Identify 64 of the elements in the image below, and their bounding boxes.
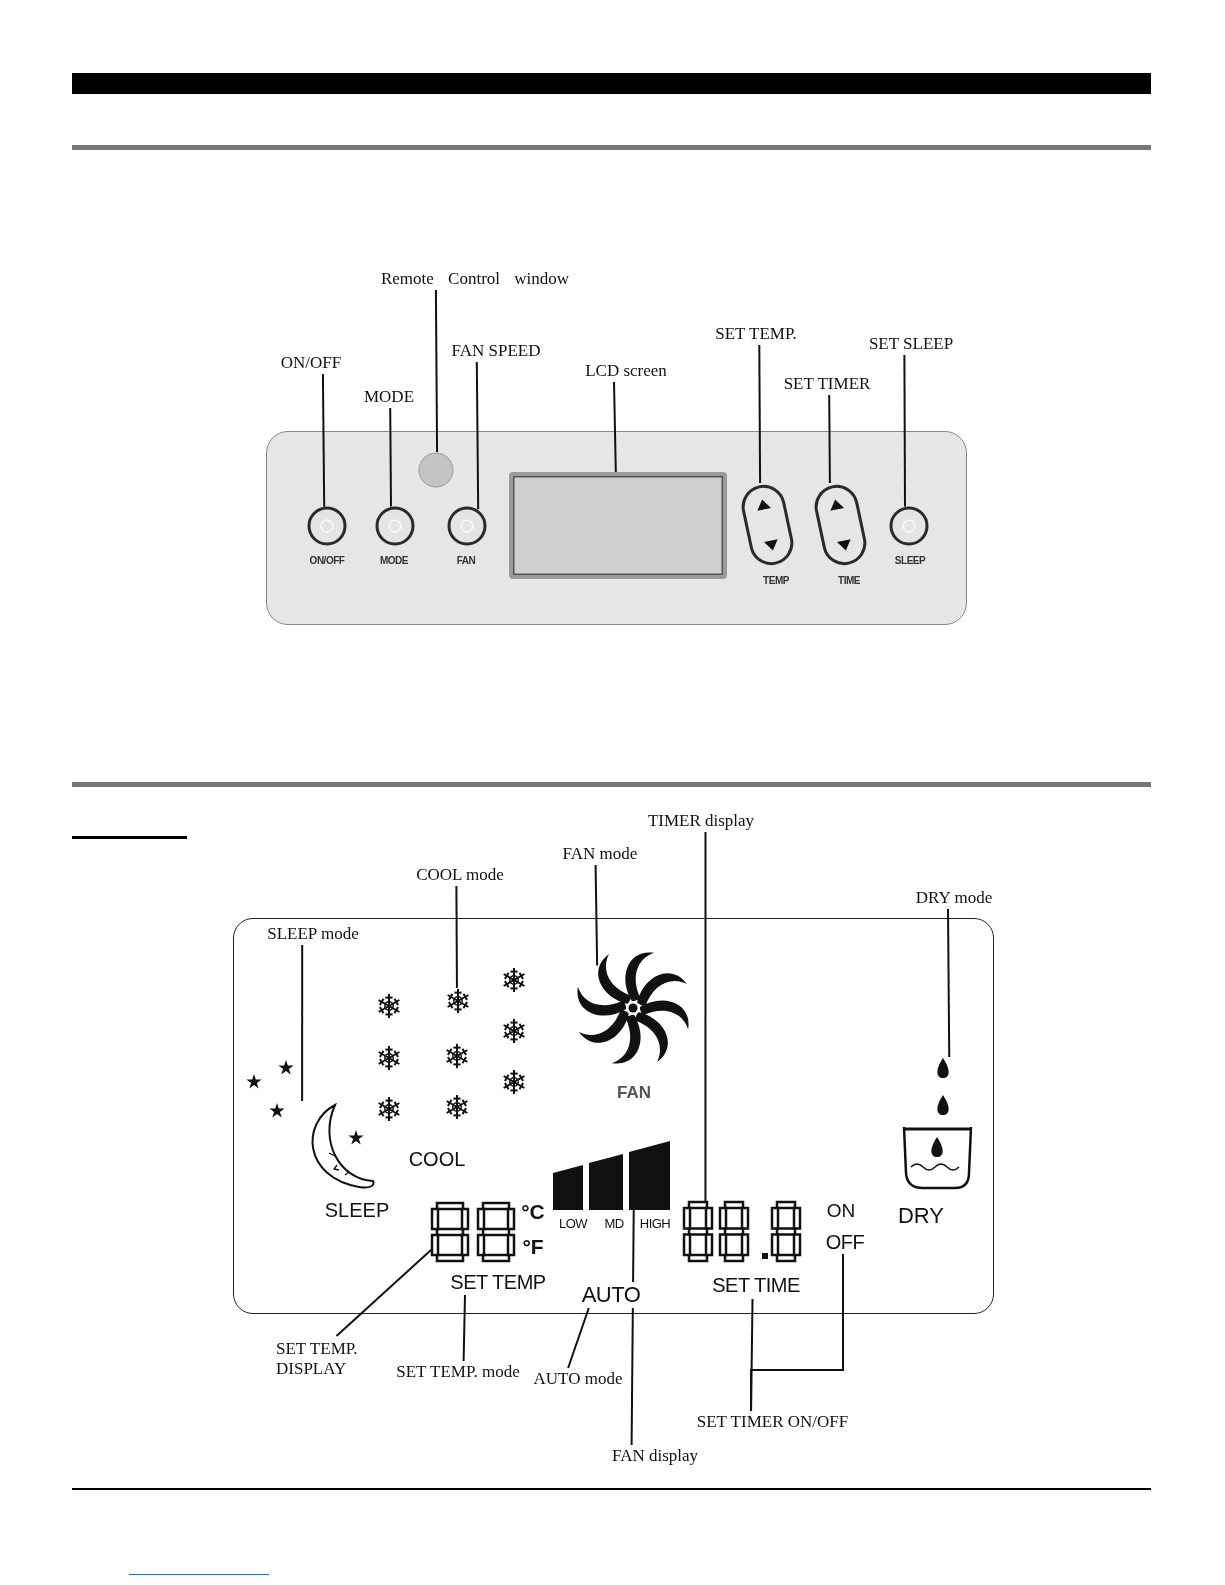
- button-caption: MODE: [380, 556, 408, 566]
- leader-line: [475, 361, 480, 511]
- callout-label: DRY mode: [894, 887, 1014, 909]
- leader-line: [613, 381, 617, 473]
- leader-line: [335, 1249, 432, 1337]
- lcd-label: °F: [522, 1235, 544, 1257]
- callout-label: FAN SPEED: [436, 340, 556, 362]
- callout-label: LCD screen: [566, 360, 686, 382]
- leader-line: [594, 864, 599, 967]
- leader-line: [455, 885, 458, 989]
- round-button: [889, 506, 929, 546]
- lcd-label: ON: [826, 1200, 856, 1220]
- lcd-label: °C: [521, 1200, 545, 1222]
- callout-label: SET SLEEP: [856, 333, 966, 355]
- callout-label: SLEEP mode: [253, 923, 373, 945]
- button-caption: ON/OFF: [309, 556, 345, 566]
- lcd-label: OFF: [825, 1230, 865, 1254]
- lcd-label: SET TEMP: [443, 1269, 553, 1295]
- leader-line: [567, 1307, 590, 1369]
- sensor-window: [418, 452, 454, 488]
- lcd-label: DRY: [897, 1205, 945, 1227]
- round-button: [375, 506, 415, 546]
- leader-line: [301, 944, 304, 1102]
- leader-line: [321, 373, 326, 508]
- callout-label: ON/OFF: [276, 352, 346, 374]
- callout-label: SET TIMER: [772, 373, 882, 395]
- snowflake-icon: [445, 988, 471, 1014]
- callout-label: SET TEMP.: [701, 323, 811, 345]
- leader-line: [903, 354, 906, 508]
- fan-speed-bars: [553, 1141, 670, 1210]
- leader-line: [758, 344, 762, 484]
- fan-icon: [577, 952, 689, 1064]
- callout-label: FAN mode: [545, 843, 655, 865]
- lcd-label: COOL: [408, 1149, 466, 1169]
- leader-line: [704, 831, 707, 1202]
- lcd-label: SET TIME: [698, 1271, 814, 1299]
- callout-label: SET TIMER ON/OFF: [675, 1411, 870, 1433]
- round-button: [307, 506, 347, 546]
- water-drop-icon: [901, 1057, 973, 1191]
- lcd-screen: [509, 472, 727, 579]
- callout-label: Remote Control window: [360, 268, 590, 290]
- leader-line: [750, 1253, 844, 1412]
- leader-line: [434, 289, 439, 453]
- callout-label: SET TEMP. DISPLAY: [276, 1336, 386, 1382]
- button-caption: SLEEP: [894, 556, 926, 566]
- leader-line: [947, 908, 951, 1058]
- leader-line: [630, 1209, 635, 1446]
- callout-label: MODE: [359, 386, 419, 408]
- callout-label: COOL mode: [400, 864, 520, 886]
- callout-label: TIMER display: [626, 810, 776, 832]
- lcd-display-outline: [233, 918, 994, 1314]
- button-caption: FAN: [456, 556, 476, 566]
- callout-label: FAN display: [590, 1445, 720, 1467]
- button-caption: TEMP: [763, 576, 789, 586]
- lcd-label: FAN: [617, 1083, 651, 1101]
- round-button: [447, 506, 487, 546]
- lcd-label: SLEEP: [324, 1200, 390, 1220]
- leader-line: [462, 1294, 466, 1362]
- lcd-label: LOW: [558, 1216, 588, 1230]
- leader-line: [828, 394, 831, 484]
- lcd-label: MD: [604, 1216, 624, 1230]
- leader-line: [389, 407, 392, 508]
- lcd-label: HIGH: [639, 1216, 671, 1230]
- control-panel: [266, 431, 967, 625]
